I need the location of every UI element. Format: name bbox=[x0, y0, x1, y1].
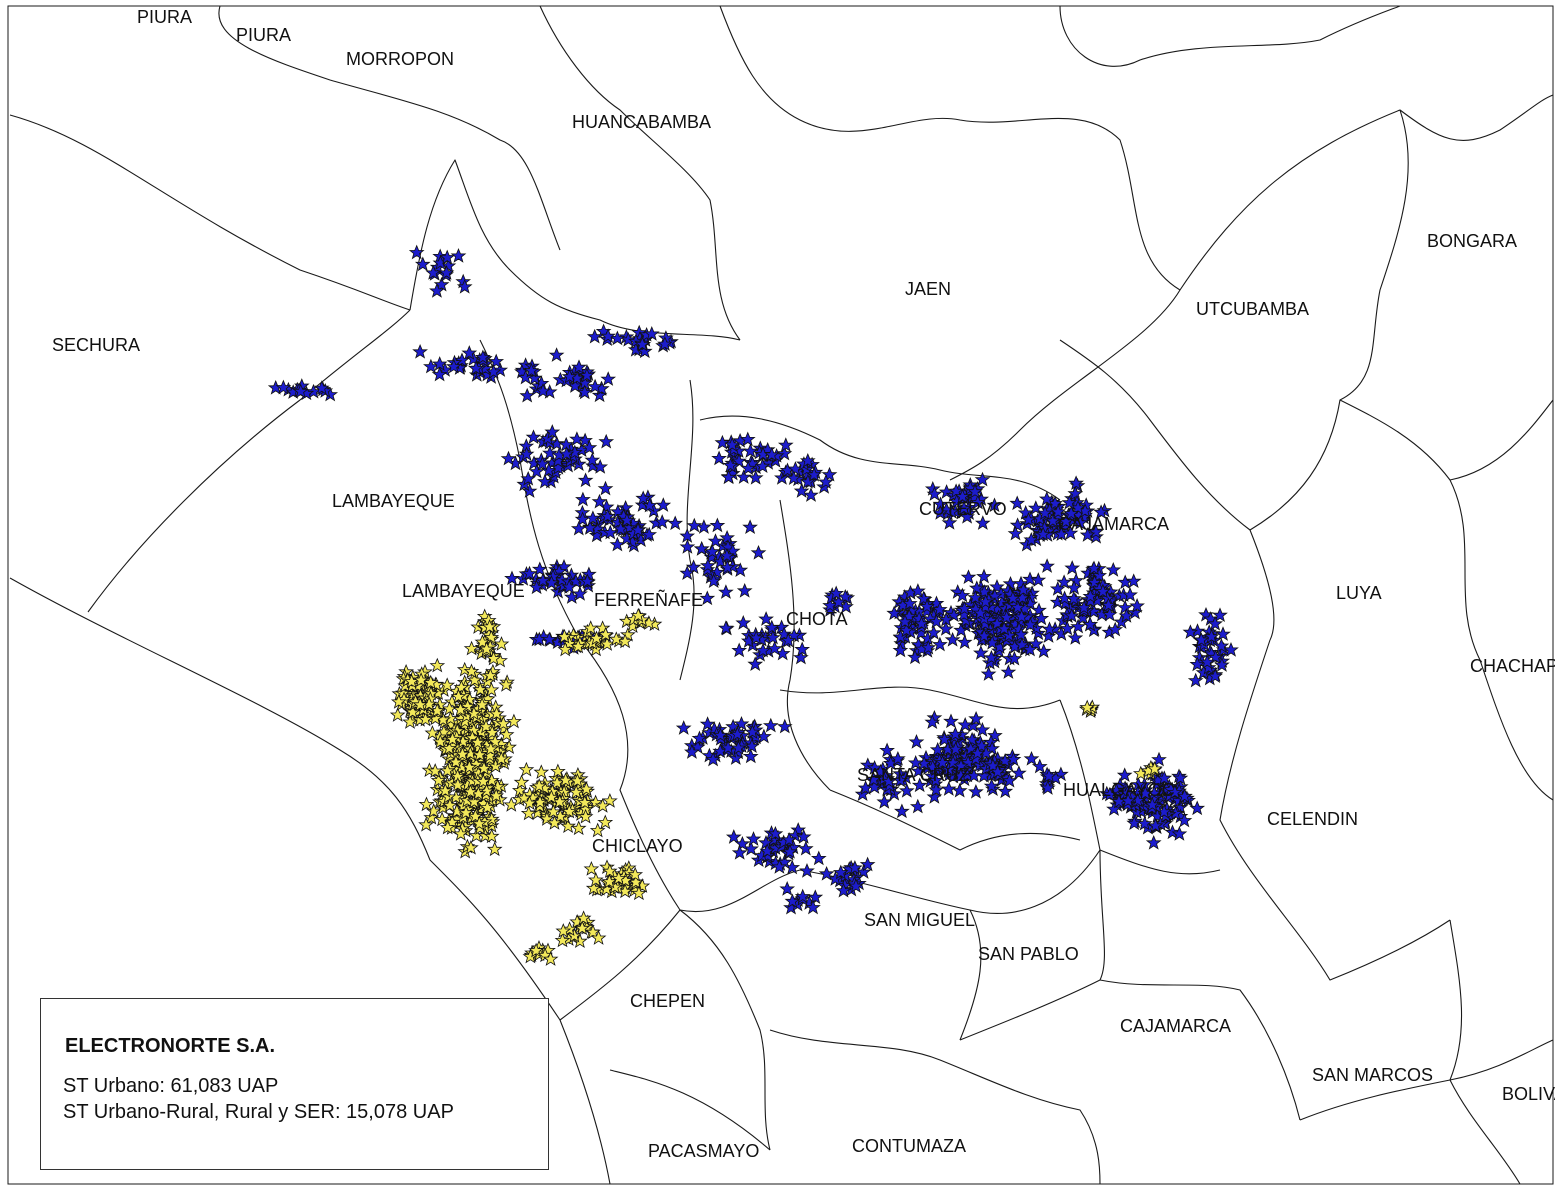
boundary-utcubamba-east bbox=[1179, 94, 1554, 291]
boundary-luya bbox=[1339, 399, 1554, 801]
boundary-chota-south bbox=[779, 686, 1061, 710]
boundary-cajamarca-east bbox=[1099, 849, 1105, 981]
boundary-piura bbox=[218, 5, 561, 251]
label-cajamarca-2: CAJAMARCA bbox=[1120, 1016, 1231, 1036]
boundary-bolivar bbox=[1449, 919, 1521, 1185]
label-contumaza: CONTUMAZA bbox=[852, 1136, 966, 1156]
boundary-chota bbox=[779, 499, 831, 791]
label-chota: CHOTA bbox=[786, 609, 848, 629]
label-hualgayoc: HUALGAYOC bbox=[1063, 780, 1175, 800]
boundary-chachapoyas bbox=[1449, 399, 1554, 481]
boundary-cutervo bbox=[699, 415, 1061, 501]
boundary-pacasmayo bbox=[609, 1069, 771, 1151]
label-morropon: MORROPON bbox=[346, 49, 454, 69]
boundary-lambayeque-west bbox=[87, 309, 411, 613]
label-lambayeque-2: LAMBAYEQUE bbox=[402, 581, 525, 601]
label-piura-2: PIURA bbox=[236, 25, 291, 45]
label-utcubamba: UTCUBAMBA bbox=[1196, 299, 1309, 319]
label-huancabamba: HUANCABAMBA bbox=[572, 112, 711, 132]
boundary-santacruz bbox=[829, 789, 1081, 851]
label-cutervo: CUTERVO bbox=[919, 499, 1007, 519]
label-lambayeque-1: LAMBAYEQUE bbox=[332, 491, 455, 511]
boundary-sechura bbox=[9, 114, 411, 311]
label-chepen: CHEPEN bbox=[630, 991, 705, 1011]
boundary-utcubamba bbox=[1059, 5, 1401, 67]
label-luya: LUYA bbox=[1336, 583, 1382, 603]
label-jaen: JAEN bbox=[905, 279, 951, 299]
map-frame bbox=[7, 5, 1554, 1185]
boundary-hualgayoc bbox=[1059, 699, 1221, 875]
boundary-contumaza bbox=[769, 1029, 1101, 1185]
boundary-bongara bbox=[1249, 109, 1409, 531]
label-sechura: SECHURA bbox=[52, 335, 140, 355]
label-pacasmayo: PACASMAYO bbox=[648, 1141, 759, 1161]
province-labels: PIURA PIURA MORROPON HUANCABAMBA JAEN UT… bbox=[52, 7, 1555, 1161]
label-san-marcos: SAN MARCOS bbox=[1312, 1065, 1433, 1085]
boundary-ferrenafe bbox=[679, 379, 695, 681]
legend-title: ELECTRONORTE S.A. bbox=[65, 1035, 276, 1057]
label-cajamarca-1: CAJAMARCA bbox=[1058, 514, 1169, 534]
boundary-utcubamba-south bbox=[1059, 339, 1275, 641]
boundary-cajamarca-south bbox=[959, 979, 1301, 1121]
boundary-celendin bbox=[1219, 639, 1451, 981]
label-chiclayo: CHICLAYO bbox=[592, 836, 683, 856]
boundary-chepen bbox=[559, 909, 771, 1151]
label-san-miguel: SAN MIGUEL bbox=[864, 910, 975, 930]
label-ferrenafe: FERREÑAFE bbox=[594, 589, 703, 610]
legend-rural: ST Urbano-Rural, Rural y SER: 15,078 UAP bbox=[63, 1101, 454, 1123]
boundary-chiclayo bbox=[579, 639, 681, 911]
legend: ELECTRONORTE S.A. ST Urbano: 61,083 UAP … bbox=[40, 998, 549, 1170]
boundary-sanmiguel bbox=[679, 869, 982, 1041]
label-piura-1: PIURA bbox=[137, 7, 192, 27]
boundary-huancabamba bbox=[539, 5, 741, 341]
label-san-pablo: SAN PABLO bbox=[978, 944, 1079, 964]
label-bongara: BONGARA bbox=[1427, 231, 1517, 251]
boundary-sanpablo bbox=[969, 849, 1101, 914]
boundary-jaen bbox=[719, 5, 1181, 481]
label-santa-cruz: SANTA CRUZ bbox=[857, 765, 970, 785]
label-celendin: CELENDIN bbox=[1267, 809, 1358, 829]
province-boundaries bbox=[9, 5, 1554, 1185]
label-chachapoyas: CHACHAPOYAS bbox=[1470, 656, 1555, 676]
boundary-coast bbox=[9, 577, 611, 1185]
legend-urban: ST Urbano: 61,083 UAP bbox=[63, 1075, 279, 1097]
label-bolivar: BOLIVAR bbox=[1502, 1084, 1555, 1104]
